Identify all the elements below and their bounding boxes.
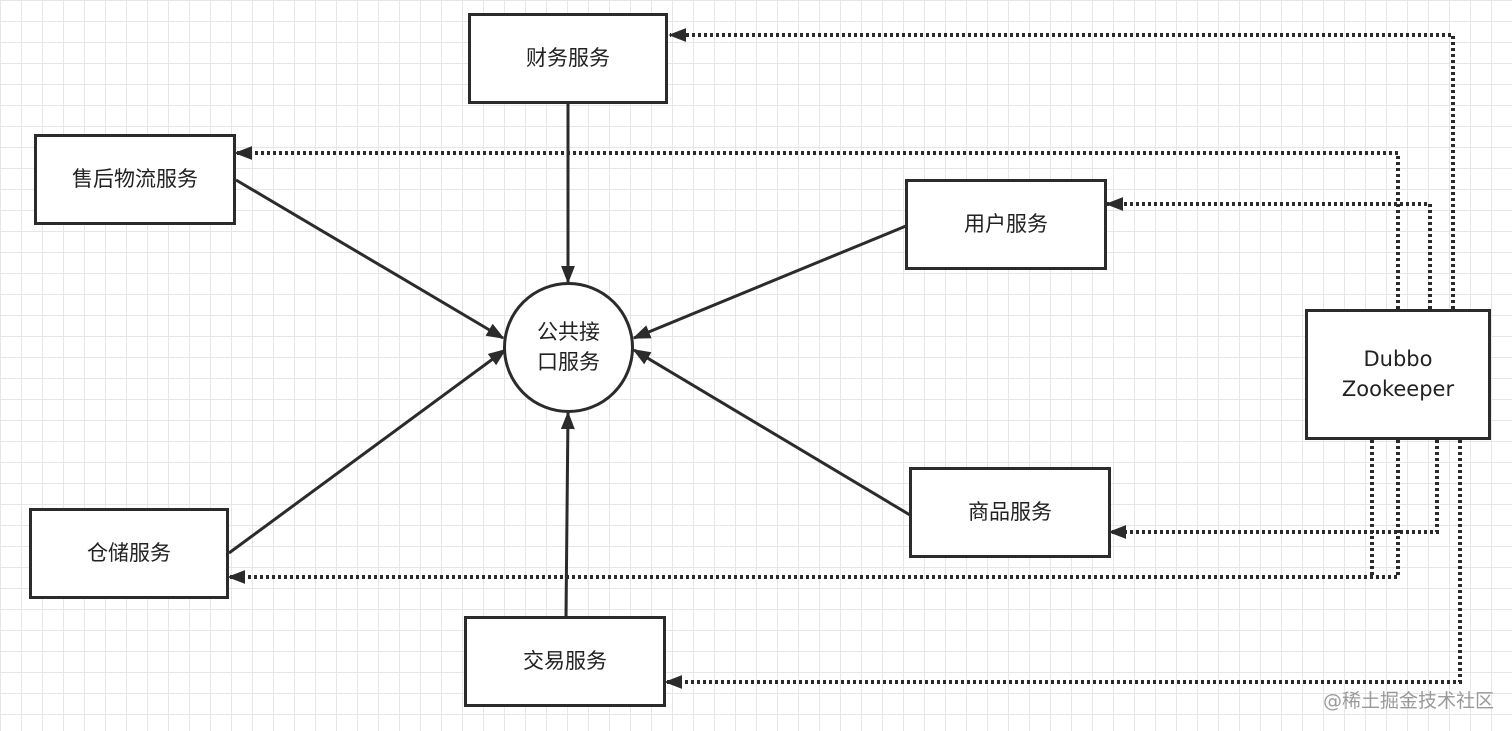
public-interface-label-line-2: 口服务 [537, 349, 600, 374]
trade-service-node[interactable]: 交易服务 [464, 616, 666, 707]
finance-service-node[interactable]: 财务服务 [468, 13, 668, 104]
finance-service-label: 财务服务 [526, 45, 610, 70]
public-interface-label-line-1: 公共接 [537, 320, 600, 345]
edge-warehouse-to-public [228, 348, 507, 555]
edge-registry-user [1105, 197, 1437, 326]
dubbo-zookeeper-registry-node[interactable]: Dubbo Zookeeper [1305, 309, 1491, 440]
user-service-node[interactable]: 用户服务 [905, 179, 1107, 270]
edge-registry-warehouse [227, 423, 1405, 584]
goods-service-label: 商品服务 [968, 499, 1052, 524]
after-sales-logistics-service-label: 售后物流服务 [72, 166, 198, 191]
edge-user-to-public [632, 224, 907, 340]
registry-label-line-1: Dubbo [1363, 347, 1433, 372]
registry-label-line-2: Zookeeper [1341, 376, 1455, 401]
trade-service-label: 交易服务 [523, 648, 607, 673]
public-interface-service-node[interactable]: 公共接 口服务 [503, 282, 634, 413]
edge-registry-aftersales [234, 146, 1405, 326]
edge-aftersales-to-public [235, 178, 505, 340]
after-sales-logistics-service-node[interactable]: 售后物流服务 [34, 134, 236, 225]
goods-service-node[interactable]: 商品服务 [909, 467, 1111, 558]
edge-trade-to-public [560, 411, 575, 617]
warehouse-service-node[interactable]: 仓储服务 [29, 508, 229, 599]
warehouse-service-label: 仓储服务 [87, 540, 171, 565]
user-service-label: 用户服务 [964, 211, 1048, 236]
watermark: @稀土掘金技术社区 [1322, 690, 1494, 712]
edge-registry-finance [668, 28, 1460, 326]
edge-registry-trade [664, 423, 1467, 689]
edge-goods-to-public [632, 348, 911, 517]
edge-registry-goods [1108, 423, 1444, 539]
